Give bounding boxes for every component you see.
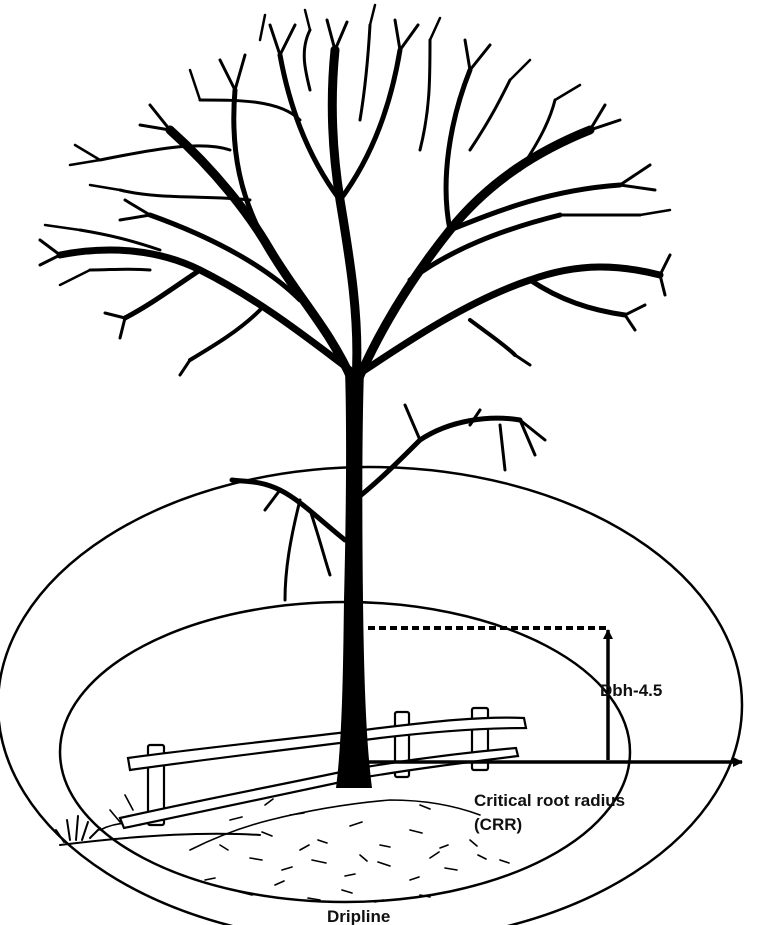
dripline-label: Dripline: [327, 907, 390, 925]
dbh-label: Dbh-4.5: [600, 681, 662, 700]
tree-trunk: [336, 370, 372, 788]
crr-label-line1: Critical root radius: [474, 791, 625, 810]
crr-label-line2: (CRR): [474, 815, 522, 834]
